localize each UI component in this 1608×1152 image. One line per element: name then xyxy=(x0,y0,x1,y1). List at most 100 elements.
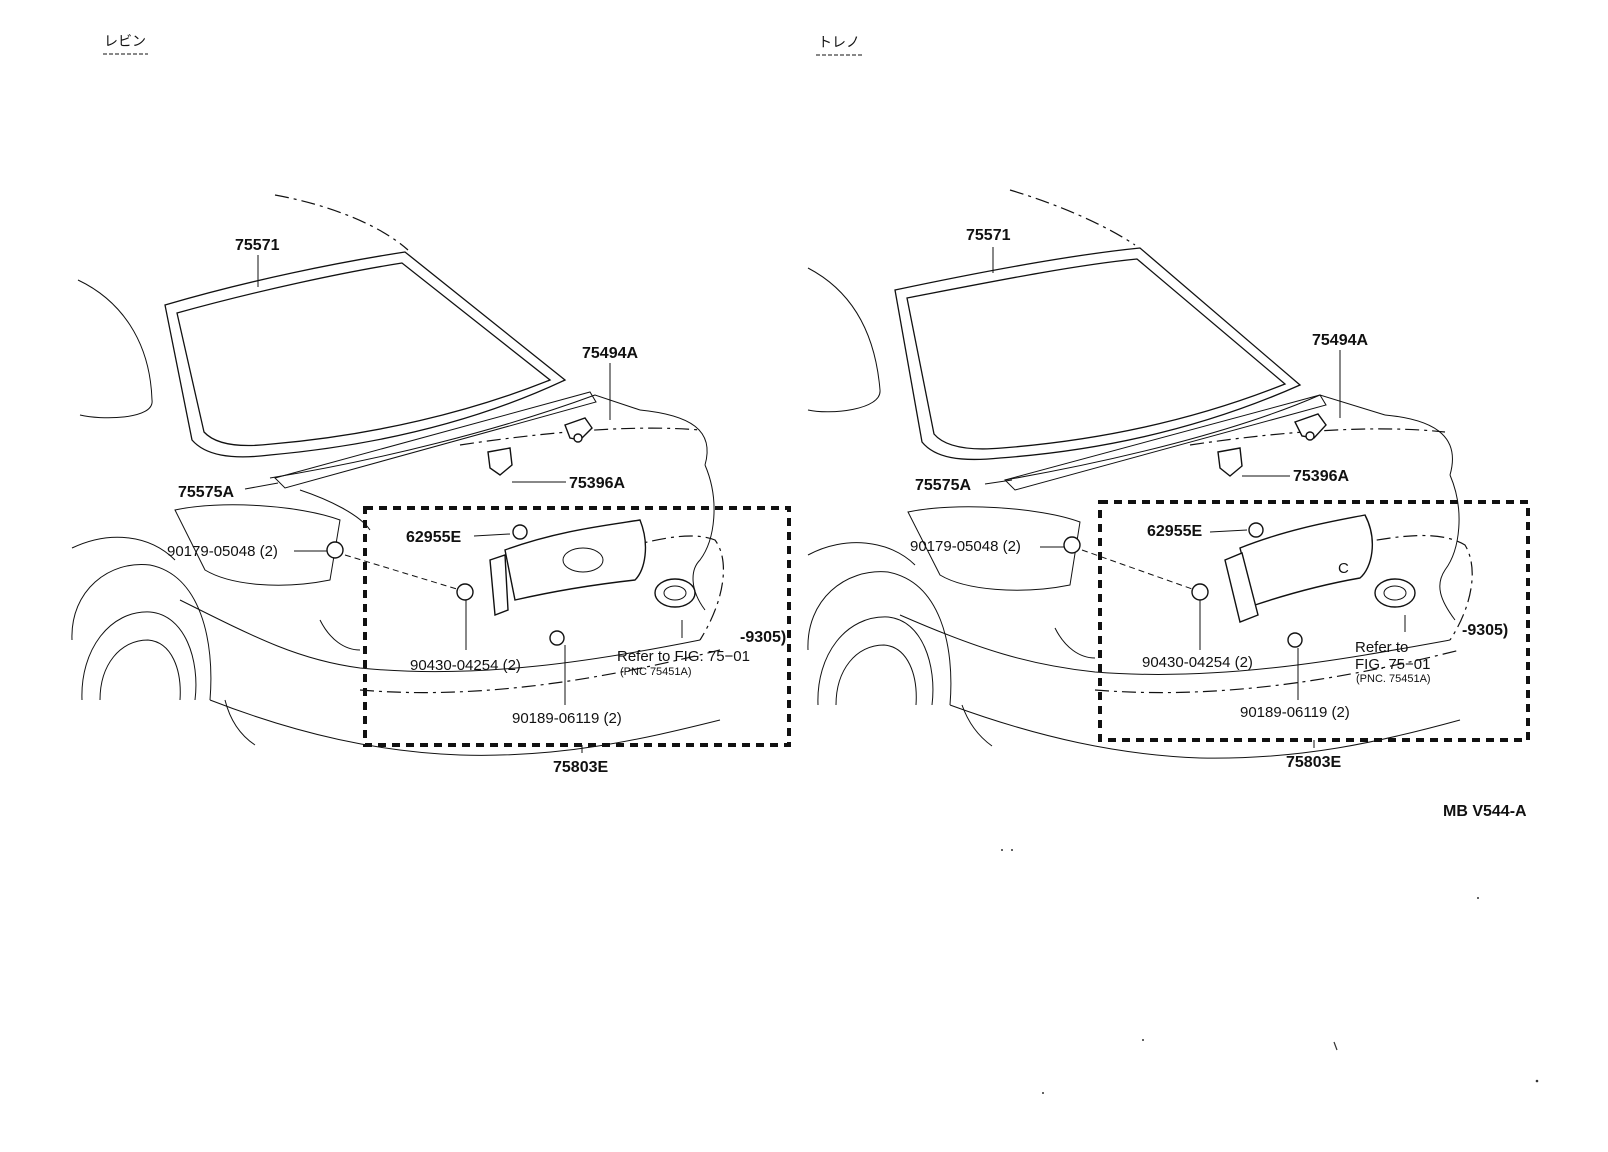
bumper-mid-dash xyxy=(359,649,721,694)
label-75803E-left: 75803E xyxy=(553,759,608,776)
trunk-mid-dash-r xyxy=(1189,428,1446,446)
molding-75575A xyxy=(274,391,597,489)
striker-75396A xyxy=(487,447,513,476)
rear-right-body-r xyxy=(1439,474,1460,621)
garnish-75803E xyxy=(504,519,647,601)
clip-62955E-r xyxy=(1248,522,1264,538)
nut-90189-r xyxy=(1287,632,1303,648)
hinge-75494A-r xyxy=(1294,413,1327,439)
hinge-bolt xyxy=(573,433,583,443)
label-90430-left: 90430-04254 (2) xyxy=(410,657,521,674)
trunk-left-edge xyxy=(299,489,371,531)
label-pnc-right: (PNC. 75451A) xyxy=(1356,673,1431,685)
label-pnc-left: (PNC 75451A) xyxy=(620,666,692,678)
label-75571-left: 75571 xyxy=(235,237,280,254)
side-body-curve xyxy=(77,279,153,419)
label-refer-right-2: FIG. 75−01 xyxy=(1355,656,1430,673)
label-75575A-right: 75575A xyxy=(915,477,971,494)
body-side-line xyxy=(71,536,176,561)
scan-specks xyxy=(1001,849,1539,1094)
label-90430-right: 90430-04254 (2) xyxy=(1142,654,1253,671)
striker-75396A-r xyxy=(1217,447,1243,477)
label-62955E-left: 62955E xyxy=(406,529,461,546)
trunk-front-edge-r xyxy=(1004,394,1386,481)
hinge-bolt-r xyxy=(1305,431,1315,441)
trunk-front-edge xyxy=(269,394,641,479)
wheel-arch xyxy=(71,563,212,701)
rear-window-inner-r xyxy=(906,258,1287,450)
body-side-line-r xyxy=(807,542,916,566)
toyota-emblem xyxy=(654,578,696,608)
toyota-emblem-inner xyxy=(663,585,687,601)
side-body-curve-r xyxy=(807,267,881,413)
hinge-75494A xyxy=(564,417,593,441)
label-75571-right: 75571 xyxy=(966,227,1011,244)
garnish-emblem-area xyxy=(562,547,604,573)
bumper-right-dash-r xyxy=(1349,534,1473,641)
rear-window-inner xyxy=(176,262,552,447)
tire-outer xyxy=(81,611,197,701)
label-90189-left: 90189-06119 (2) xyxy=(512,710,622,727)
trunk-mid-dash xyxy=(459,427,701,446)
roof-line-r xyxy=(1009,189,1136,246)
bumper-crease-r xyxy=(1054,627,1096,659)
label-75494A-left: 75494A xyxy=(582,345,638,362)
label-75396A-left: 75396A xyxy=(569,475,625,492)
bumper-top xyxy=(179,599,701,673)
rear-window-outer xyxy=(164,251,567,458)
trunk-spoiler xyxy=(639,409,708,466)
trueno-drawing: C xyxy=(807,189,1530,759)
label-9305-left: -9305) xyxy=(740,629,786,646)
label-62955E-right: 62955E xyxy=(1147,523,1202,540)
trunk-spoiler-r xyxy=(1384,414,1453,476)
toyota-emblem-r xyxy=(1374,578,1416,608)
header-trueno: トレノ xyxy=(818,35,860,51)
bumper-crease xyxy=(319,619,361,651)
rear-right-body xyxy=(692,464,715,611)
nut-90430 xyxy=(456,583,474,601)
rear-window-outer-r xyxy=(894,247,1302,461)
bumper-corner xyxy=(224,699,256,746)
levin-drawing xyxy=(71,194,791,756)
detail-box-75803E-r xyxy=(1098,500,1530,742)
label-75494A-right: 75494A xyxy=(1312,332,1368,349)
tail-light-r xyxy=(907,506,1081,591)
header-levin: レビン xyxy=(104,34,146,50)
bumper-lower-r xyxy=(949,704,1461,759)
label-75575A-left: 75575A xyxy=(178,484,234,501)
leader-62955E xyxy=(473,533,511,537)
label-refer-right-1: Refer to xyxy=(1355,639,1408,656)
bumper-lower xyxy=(209,699,721,756)
clip-62955E xyxy=(512,524,528,540)
garnish-c-mark: C xyxy=(1338,560,1349,577)
nut-90430-r xyxy=(1191,583,1209,601)
label-90189-right: 90189-06119 (2) xyxy=(1240,704,1350,721)
bumper-right-dash xyxy=(599,535,725,641)
label-refer-left: Refer to FIG. 75−01 xyxy=(617,648,750,665)
detail-box-75803E xyxy=(363,506,791,747)
nut-90189 xyxy=(549,630,565,646)
roof-line xyxy=(274,194,409,251)
clip-90179 xyxy=(326,541,344,559)
toyota-emblem-inner-r xyxy=(1383,585,1407,601)
figure-code: MB V544-A xyxy=(1443,803,1527,820)
leader-75575A xyxy=(244,482,279,490)
bumper-corner-r xyxy=(961,704,993,747)
tire-inner-r xyxy=(835,644,917,706)
wheel-arch-r xyxy=(807,571,952,706)
clip-connection-dash xyxy=(344,554,461,591)
molding-75575A-r xyxy=(1004,394,1327,491)
label-90179-left: 90179-05048 (2) xyxy=(167,543,278,560)
garnish-end xyxy=(489,554,509,616)
leader-62955E-r xyxy=(1209,529,1248,533)
tire-inner xyxy=(99,639,181,701)
bumper-top-r xyxy=(899,614,1451,675)
label-90179-right: 90179-05048 (2) xyxy=(910,538,1021,555)
clip-90179-r xyxy=(1063,536,1081,554)
garnish-75803E-r xyxy=(1239,514,1373,606)
tire-outer-r xyxy=(817,616,934,706)
label-75396A-right: 75396A xyxy=(1293,468,1349,485)
garnish-end-r xyxy=(1224,552,1259,623)
label-9305-right: -9305) xyxy=(1462,622,1508,639)
